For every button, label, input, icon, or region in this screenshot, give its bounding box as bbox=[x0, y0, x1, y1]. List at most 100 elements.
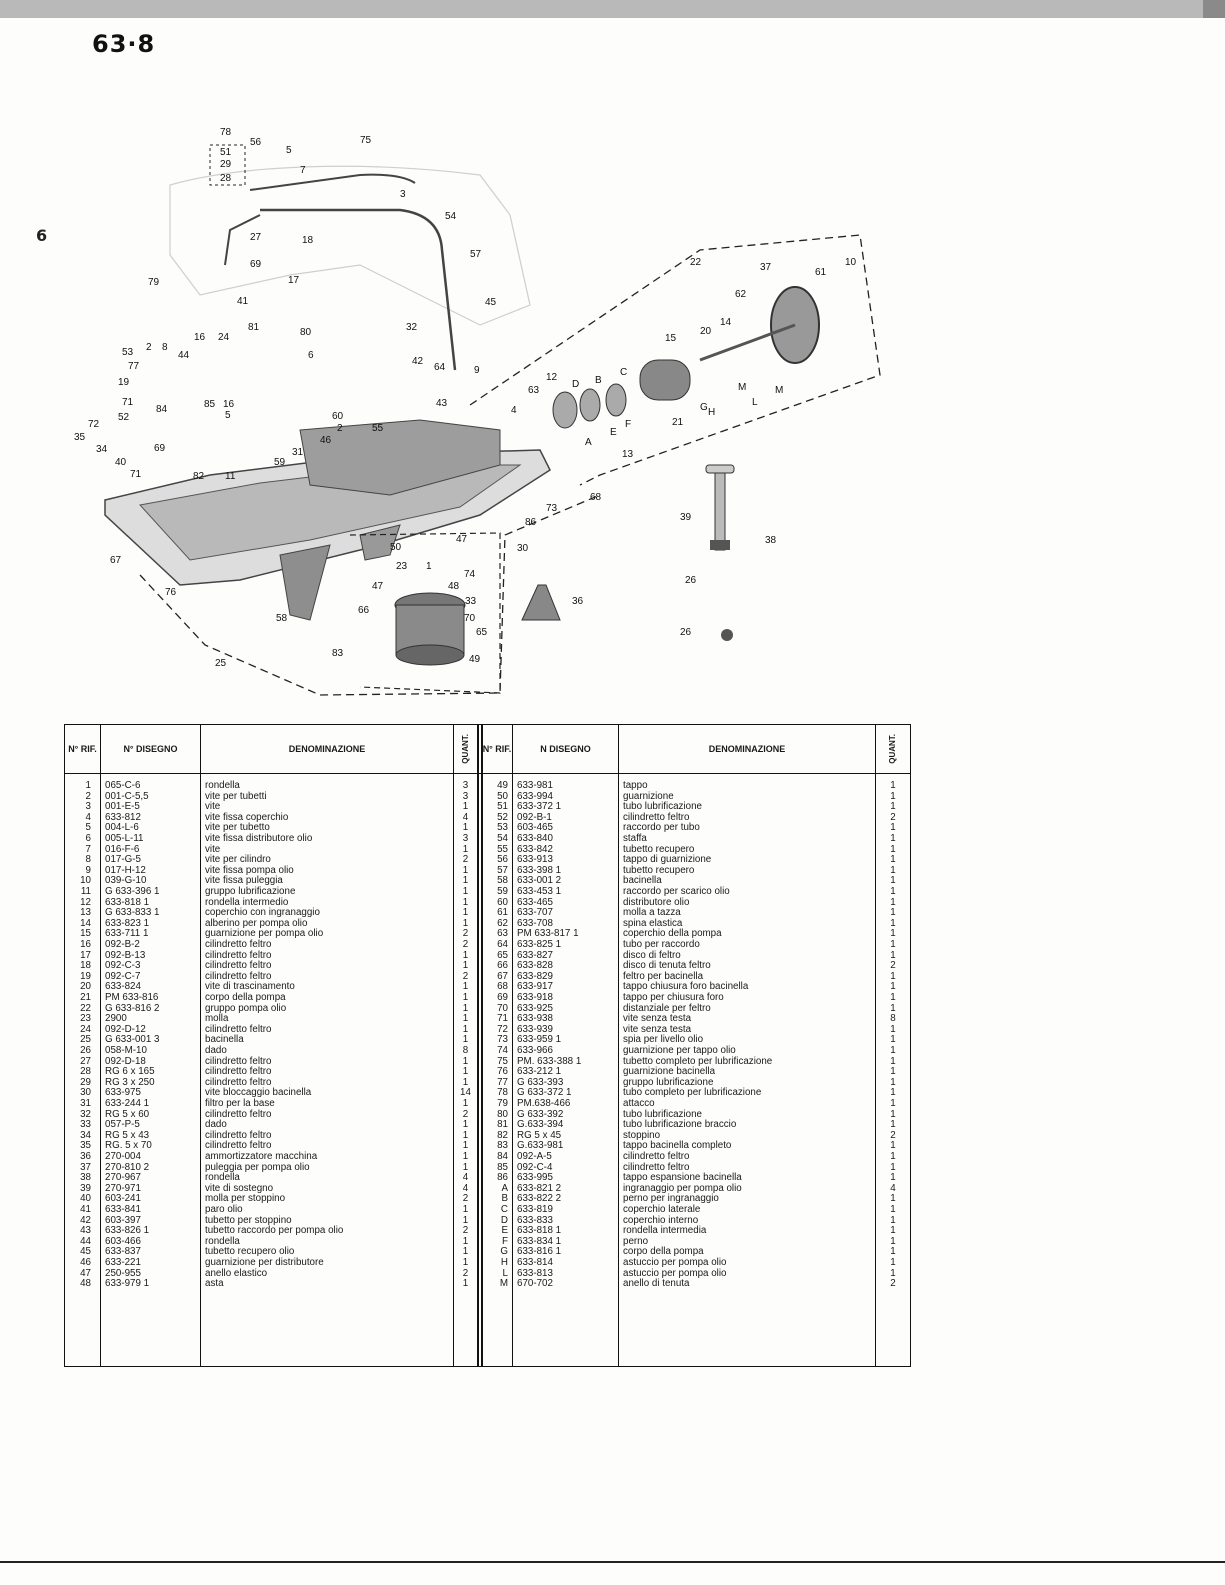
row-drawing-code: 270-971 bbox=[105, 1182, 141, 1194]
row-ref: 45 bbox=[80, 1246, 91, 1258]
row-description: rondella intermedio bbox=[205, 896, 289, 908]
callout-label: 71 bbox=[122, 397, 134, 408]
row-quantity: 1 bbox=[890, 1034, 896, 1046]
callout-label: 3 bbox=[400, 189, 406, 200]
row-drawing-code: 633-833 bbox=[517, 1214, 553, 1226]
row-ref: 59 bbox=[497, 886, 508, 897]
callout-label: 43 bbox=[436, 398, 448, 409]
row-ref: 11 bbox=[80, 886, 91, 897]
row-ref: F bbox=[502, 1235, 508, 1247]
callout-label: 20 bbox=[700, 326, 712, 337]
row-quantity: 1 bbox=[890, 854, 896, 866]
row-quantity: 1 bbox=[890, 1140, 896, 1152]
row-quantity: 1 bbox=[890, 1098, 896, 1109]
callout-label: 39 bbox=[680, 512, 692, 523]
row-quantity: 14 bbox=[460, 1087, 471, 1099]
col-divider bbox=[453, 725, 454, 1366]
row-quantity: 1 bbox=[462, 949, 469, 961]
row-drawing-code: 633-398 1 bbox=[517, 864, 562, 876]
col-divider bbox=[200, 725, 201, 1366]
row-quantity: 1 bbox=[462, 1214, 469, 1226]
row-description: vite fissa distributore olio bbox=[205, 833, 313, 844]
row-ref: 85 bbox=[497, 1161, 508, 1173]
row-description: anello elastico bbox=[205, 1267, 268, 1279]
row-description: stoppino bbox=[623, 1129, 661, 1141]
row-drawing-code: 092-C-7 bbox=[105, 970, 141, 982]
oil-pump-body bbox=[639, 359, 691, 401]
row-quantity: 1 bbox=[890, 1235, 896, 1247]
row-ref: 78 bbox=[497, 1087, 508, 1099]
row-drawing-code: G 633-001 3 bbox=[105, 1034, 160, 1046]
row-quantity: 1 bbox=[462, 822, 469, 834]
row-ref: 37 bbox=[80, 1161, 91, 1173]
row-description: cilindretto feltro bbox=[205, 970, 272, 982]
col-divider-center bbox=[481, 725, 483, 1366]
row-ref: 25 bbox=[80, 1034, 91, 1046]
row-drawing-code: 633-822 2 bbox=[517, 1193, 562, 1205]
callout-label: 42 bbox=[412, 356, 424, 367]
row-ref: 83 bbox=[497, 1140, 508, 1152]
callout-label: 37 bbox=[760, 262, 772, 273]
row-quantity: 1 bbox=[890, 864, 896, 876]
lubrication-tube-left bbox=[224, 214, 261, 266]
callout-label: 54 bbox=[445, 211, 457, 222]
row-drawing-code: 270-810 2 bbox=[105, 1161, 150, 1173]
col-divider bbox=[618, 725, 619, 1366]
callout-label: 73 bbox=[546, 503, 558, 514]
row-ref: 55 bbox=[497, 843, 508, 855]
row-ref: 68 bbox=[497, 981, 508, 993]
pan-cap-bottom bbox=[395, 644, 465, 666]
row-description: molla bbox=[205, 1013, 229, 1025]
row-quantity: 1 bbox=[462, 1076, 469, 1088]
row-quantity: 1 bbox=[462, 1034, 469, 1046]
row-quantity: 2 bbox=[890, 1278, 896, 1290]
row-ref: 22 bbox=[80, 1002, 91, 1014]
row-drawing-code: 633-826 1 bbox=[105, 1225, 150, 1237]
row-description: alberino per pompa olio bbox=[205, 917, 308, 929]
row-description: tubetto recupero bbox=[623, 864, 695, 876]
table-header bbox=[65, 725, 910, 774]
row-drawing-code: 633-823 1 bbox=[105, 917, 150, 929]
callout-label: 83 bbox=[332, 648, 344, 659]
row-description: cilindretto feltro bbox=[205, 1140, 272, 1152]
row-drawing-code: 633-465 bbox=[517, 896, 553, 908]
row-quantity: 1 bbox=[890, 896, 896, 908]
row-description: guarnizione per pompa olio bbox=[205, 928, 324, 940]
row-drawing-code: G 633-833 1 bbox=[105, 907, 160, 919]
callout-label: 45 bbox=[485, 297, 497, 308]
row-description: gruppo lubrificazione bbox=[205, 886, 296, 897]
row-drawing-code: 001-E-5 bbox=[105, 801, 140, 813]
callout-label: 40 bbox=[115, 457, 127, 468]
col-divider-center bbox=[477, 725, 479, 1366]
row-quantity: 3 bbox=[462, 833, 469, 844]
callout-label: 61 bbox=[815, 267, 827, 278]
callout-label: 66 bbox=[358, 605, 370, 616]
callout-label: 68 bbox=[590, 492, 602, 503]
callout-label: 25 bbox=[215, 658, 227, 669]
callout-label: 5 bbox=[286, 145, 292, 156]
row-ref: 53 bbox=[497, 822, 508, 834]
row-drawing-code: PM.638-466 bbox=[517, 1098, 571, 1109]
row-quantity: 1 bbox=[890, 1066, 896, 1078]
row-description: anello di tenuta bbox=[623, 1278, 690, 1290]
row-quantity: 1 bbox=[890, 1002, 896, 1014]
row-quantity: 1 bbox=[890, 1246, 896, 1258]
row-quantity: 4 bbox=[462, 811, 469, 823]
row-quantity: 1 bbox=[890, 1023, 896, 1035]
callout-label: 48 bbox=[448, 581, 460, 592]
callout-label: 18 bbox=[302, 235, 314, 246]
row-description: tubetto recupero olio bbox=[205, 1246, 295, 1258]
row-description: raccordo per tubo bbox=[623, 822, 700, 834]
callout-label: 77 bbox=[128, 361, 140, 372]
oil-pan-well bbox=[299, 419, 501, 496]
row-drawing-code: 005-L-11 bbox=[105, 833, 144, 844]
row-ref: 51 bbox=[497, 801, 508, 813]
row-description: vite senza testa bbox=[623, 1023, 692, 1035]
row-description: cilindretto feltro bbox=[205, 1055, 272, 1067]
row-drawing-code: RG 6 x 165 bbox=[105, 1066, 155, 1078]
row-quantity: 1 bbox=[890, 1076, 896, 1088]
row-quantity: 1 bbox=[890, 917, 896, 929]
dashed-boundary-base bbox=[139, 494, 601, 696]
row-ref: 62 bbox=[497, 917, 508, 929]
callout-label: 58 bbox=[276, 613, 288, 624]
